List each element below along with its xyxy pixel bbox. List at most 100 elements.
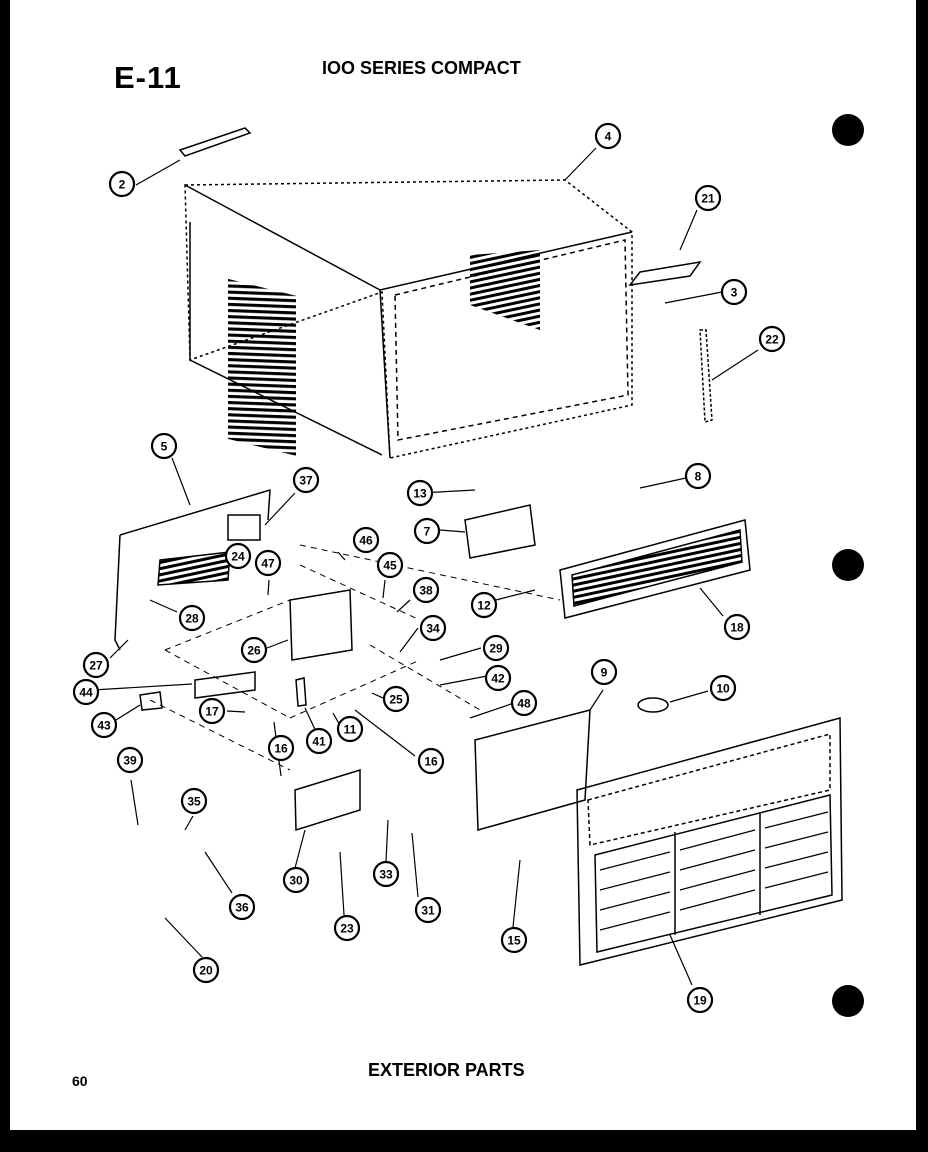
callout-4: 4 [594,122,622,150]
callout-label: 7 [424,525,431,539]
callout-label: 34 [426,622,440,636]
callout-27: 27 [82,651,110,679]
callout-28: 28 [178,604,206,632]
callout-12: 12 [470,591,498,619]
callout-label: 24 [231,550,245,564]
callout-label: 16 [424,755,438,769]
callout-17: 17 [198,697,226,725]
relay-part [464,504,536,559]
callout-label: 41 [312,735,326,749]
callout-label: 39 [123,754,137,768]
callout-label: 27 [89,659,103,673]
callout-35: 35 [180,787,208,815]
callout-20: 20 [192,956,220,984]
terminal-board [157,551,231,586]
callout-16: 16 [267,734,295,762]
callout-label: 28 [185,612,199,626]
callout-29: 29 [482,634,510,662]
info-plate [294,768,361,832]
callout-label: 43 [97,719,111,733]
callout-label: 11 [344,723,357,737]
callout-25: 25 [382,685,410,713]
callout-21: 21 [694,184,722,212]
rail-part [178,127,252,157]
clip-part [139,691,163,711]
callout-label: 23 [340,922,354,936]
callout-5: 5 [150,432,178,460]
callout-label: 42 [491,672,505,686]
callout-41: 41 [305,727,333,755]
callout-42: 42 [484,664,512,692]
callout-label: 29 [489,642,503,656]
callout-44: 44 [72,678,100,706]
callout-37: 37 [292,466,320,494]
callout-7: 7 [413,517,441,545]
strip-part [699,329,713,423]
callout-label: 5 [161,440,168,454]
callout-47: 47 [254,549,282,577]
section-title: EXTERIOR PARTS [368,1060,525,1080]
callout-label: 25 [389,693,403,707]
callout-label: 38 [419,584,433,598]
callout-label: 16 [274,742,288,756]
callout-16: 16 [417,747,445,775]
wire-lead [114,534,121,651]
callout-label: 10 [716,682,730,696]
binder-hole-middle [832,549,864,581]
callout-43: 43 [90,711,118,739]
callout-23: 23 [333,914,361,942]
callout-38: 38 [412,576,440,604]
callout-13: 13 [406,479,434,507]
callout-26: 26 [240,636,268,664]
callout-10: 10 [709,674,737,702]
callout-11: 11 [336,715,364,743]
callout-label: 26 [247,644,261,658]
callout-9: 9 [590,658,618,686]
callout-label: 13 [413,487,427,501]
callout-2: 2 [108,170,136,198]
callout-label: 45 [383,559,397,573]
callout-label: 17 [205,705,219,719]
callout-label: 18 [730,621,744,635]
filter-panel [474,709,591,831]
callout-31: 31 [414,896,442,924]
callout-48: 48 [510,689,538,717]
callout-label: 30 [289,874,303,888]
callout-label: 36 [235,901,249,915]
callout-label: 3 [731,286,738,300]
callout-label: 8 [695,470,702,484]
page-code: E-11 [114,60,182,95]
callout-label: 9 [601,666,608,680]
knob-part [295,677,307,707]
callout-label: 21 [701,192,715,206]
callout-label: 20 [199,964,213,978]
callout-label: 31 [421,904,435,918]
callout-label: 12 [477,599,491,613]
series-title: IOO SERIES COMPACT [322,58,521,78]
callout-24: 24 [224,542,252,570]
callout-label: 2 [119,178,126,192]
callout-39: 39 [116,746,144,774]
callout-45: 45 [376,551,404,579]
control-panel [289,589,353,661]
front-frame [576,717,843,966]
knob-10 [637,697,669,713]
callout-22: 22 [758,325,786,353]
callout-46: 46 [352,526,380,554]
switch-part [194,671,256,699]
callout-18: 18 [723,613,751,641]
callout-label: 19 [693,994,707,1008]
callout-label: 46 [359,534,373,548]
callout-label: 37 [299,474,313,488]
callout-8: 8 [684,462,712,490]
grille-drawing [559,519,751,619]
callout-label: 44 [79,686,93,700]
callout-3: 3 [720,278,748,306]
bracket-part [628,260,702,287]
callout-15: 15 [500,926,528,954]
capacitor-part [227,514,261,541]
callout-19: 19 [686,986,714,1014]
binder-hole-top [832,114,864,146]
callout-label: 33 [379,868,393,882]
